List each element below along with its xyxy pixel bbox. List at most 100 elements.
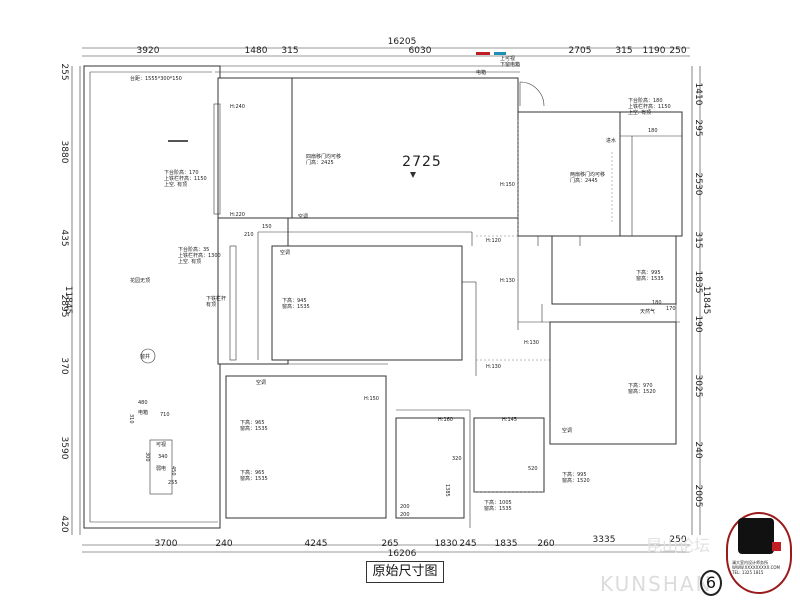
win-br1: 下高：995: [562, 471, 587, 478]
ac3-label: 空调: [256, 379, 266, 386]
dim-left-total: 11845: [63, 286, 73, 315]
win-r2a: 下高：970: [628, 382, 653, 389]
open-right1: 上空. 有顶: [628, 109, 651, 116]
n180a: 180: [648, 128, 658, 134]
h130a: H:130: [500, 278, 515, 284]
rail-left3: 下铁栏杆: [206, 295, 226, 302]
dim-top-1: 3920: [137, 46, 160, 56]
dim-bottom-7: 1835: [495, 539, 518, 549]
ac1-label: 空调: [298, 213, 308, 220]
bottom-dimensions: 16206 3700 240 4245 265 1830 245 1835 26…: [155, 535, 687, 559]
studio-logo-frame: [726, 512, 792, 594]
win-lb1b: 窗高：1535: [240, 425, 268, 432]
dim-top-8: 250: [669, 46, 686, 56]
page-number-badge: 6: [700, 570, 722, 596]
closet-block: [149, 439, 173, 495]
h145: H:145: [502, 417, 517, 423]
living-room: [291, 77, 519, 219]
h150-low: H:150: [364, 396, 379, 402]
dim-right-5: 1835: [693, 271, 703, 294]
dim-top-4: 6030: [409, 46, 432, 56]
dim-bottom-5: 1830: [435, 539, 458, 549]
open-left2: 上空. 有顶: [178, 258, 201, 265]
dimension-lines: [71, 47, 701, 553]
door-swing-arc: [519, 81, 545, 107]
dim-bottom-9: 3335: [593, 535, 616, 545]
ac4-label: 空调: [562, 427, 572, 434]
n710: 710: [160, 412, 170, 418]
dim-top-total: 16205: [388, 37, 417, 47]
dim-left-3: 435: [59, 229, 69, 246]
sill-right1: 下台阶高：180: [628, 97, 663, 104]
center-number: 2725: [402, 154, 442, 170]
dim-bottom-1: 3700: [155, 539, 178, 549]
dim-left-7: 420: [59, 515, 69, 532]
garden-zone: [83, 65, 221, 529]
n480: 480: [138, 400, 148, 406]
win-r1b: 窗高：1535: [636, 275, 664, 282]
visual-label: 可视: [156, 441, 166, 448]
logo-line-1: 澜大室内设计师务所: [732, 560, 768, 565]
dim-left-2: 3880: [59, 141, 69, 164]
bathroom-1: [395, 417, 465, 519]
gas: 天然气: [640, 308, 655, 315]
win-r2b: 窗高：1520: [628, 388, 656, 395]
dim-bottom-10: 250: [669, 535, 686, 545]
lower-left-bedroom: [225, 375, 387, 519]
studio-logo-dot: [772, 542, 781, 551]
ac2-label: 空调: [280, 249, 290, 256]
open-left3: 有顶: [206, 301, 216, 308]
rail-left1: 上铁栏杆高：1150: [164, 175, 207, 182]
dim-bottom-total: 16206: [388, 549, 417, 559]
n320: 320: [452, 456, 462, 462]
logo-line-3: TEL: 1325 1815: [732, 570, 764, 575]
dim-right-3: 2530: [693, 173, 703, 196]
dim-bottom-3: 4245: [305, 539, 328, 549]
well-circle: [140, 348, 156, 364]
right-dimensions: 11845 1410 295 2530 315 1835 190 3025 24…: [693, 83, 711, 508]
rail-left2: 上铁栏杆高：1300: [178, 252, 221, 259]
dining-room: [517, 111, 621, 237]
win-lb2a: 下高：965: [240, 469, 265, 476]
h150-top: H:150: [500, 182, 515, 188]
dim-right-8: 240: [693, 441, 703, 458]
dim-bottom-8: 260: [537, 539, 554, 549]
dim-left-5: 370: [59, 357, 69, 374]
watermark: KUNSHAN: [600, 572, 713, 596]
win-br2: 窗高：1520: [562, 477, 590, 484]
dim-right-6: 190: [693, 315, 703, 332]
studio-logo-text: 澜大室内设计师务所 WWW.XXXXXXXXX.COM TEL: 1325 18…: [732, 560, 788, 575]
balcony-left-room: [217, 77, 293, 219]
right-bedroom: [551, 235, 677, 305]
e-box2: 电箱: [138, 409, 148, 416]
n255: 255: [168, 480, 178, 486]
studio-logo-mark: [738, 518, 774, 554]
n170: 170: [666, 306, 676, 312]
door-r1: 两扇移门均可移: [570, 171, 605, 178]
h240-label: H:240: [230, 104, 245, 110]
h220-label: H:220: [230, 212, 245, 218]
sill-left1: 下台阶高：170: [164, 169, 199, 176]
win-mid2: 窗高：1535: [282, 303, 310, 310]
h160: H:160: [438, 417, 453, 423]
n180b: 180: [652, 300, 662, 306]
dim-bottom-6: 245: [459, 539, 476, 549]
door-r2: 门高：2445: [570, 177, 598, 184]
rail-right1: 上铁栏杆高：1150: [628, 103, 671, 110]
annotations: 台距：1555*300*150 花园无顶 窗井 H:240 H:220 210 …: [128, 55, 676, 518]
open-left1: 上空. 有顶: [164, 181, 187, 188]
dim-left-1: 255: [59, 63, 69, 80]
rail-left-1: [213, 103, 221, 215]
dim-top-2: 1480: [245, 46, 268, 56]
n210-label: 210: [244, 232, 254, 238]
n340: 340: [158, 454, 168, 460]
balcony-sill-label: 台距：1555*300*150: [130, 75, 182, 82]
water-mark: [494, 52, 506, 55]
h130c: H:130: [486, 364, 501, 370]
left-dimensions: 11845 255 3880 435 2895 370 3590 420: [59, 63, 73, 532]
master-bedroom: [549, 321, 677, 445]
dim-right-7: 3025: [693, 375, 703, 398]
kitchen-top: [619, 111, 683, 237]
top-door1: 上可视: [500, 55, 515, 62]
sill-left2: 下台阶高：35: [178, 246, 209, 253]
